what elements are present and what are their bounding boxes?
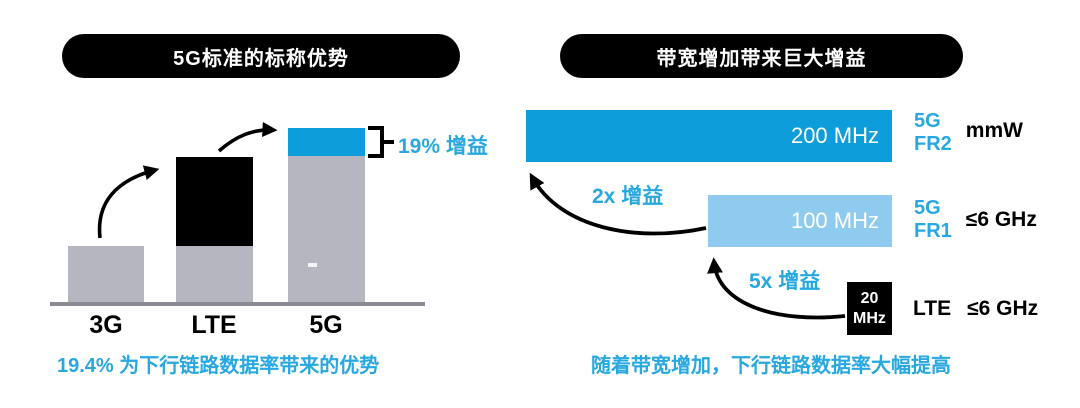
right-panel-caption: 随着带宽增加，下行链路数据率大幅提高	[591, 355, 951, 377]
bracket-icon-19-percent	[368, 126, 394, 158]
hbar-20mhz: 20 MHz	[847, 282, 892, 335]
bar-5g-base-segment	[288, 156, 365, 303]
hbar-200mhz-value: 200 MHz	[790, 123, 879, 148]
left-panel-header-pill: 5G标准的标称优势	[62, 34, 460, 78]
x-axis-baseline	[50, 302, 425, 306]
label-fr2-tech: 5G	[914, 110, 941, 132]
hbar-20mhz-value-bottom: MHz	[853, 309, 886, 327]
hbar-20mhz-value-top: 20	[860, 290, 879, 308]
label-fr1-spectrum: ≤6 GHz	[965, 208, 1037, 231]
right-panel-header-pill: 带宽增加带来巨大增益	[560, 34, 963, 78]
label-fr2-band: FR2	[914, 133, 952, 155]
hbar-100mhz: 100 MHz	[708, 195, 892, 247]
axis-label-lte: LTE	[191, 311, 237, 339]
hbar-100mhz-value: 100 MHz	[790, 208, 879, 233]
right-panel-title: 带宽增加带来巨大增益	[656, 47, 867, 70]
gain-2x-label: 2x 增益	[592, 185, 664, 208]
small-dash-decoration	[308, 263, 317, 267]
left-panel-caption: 19.4% 为下行链路数据率带来的优势	[57, 355, 380, 377]
axis-label-3g: 3G	[89, 311, 123, 339]
gain-5x-label: 5x 增益	[749, 270, 821, 293]
axis-label-5g: 5G	[309, 311, 343, 339]
bar-3g	[68, 246, 144, 303]
arrow-icon-lte-to-5g	[217, 121, 278, 153]
bar-lte-base-segment	[176, 246, 253, 303]
label-lte-tech: LTE	[913, 297, 952, 320]
label-lte-spectrum: ≤6 GHz	[967, 297, 1039, 320]
hbar-200mhz: 200 MHz	[526, 110, 892, 162]
label-5g-fr1: 5G FR1	[914, 197, 952, 243]
label-fr1-tech: 5G	[914, 197, 941, 219]
label-group-fr2: 5G FR2 mmW	[914, 110, 1023, 156]
label-fr1-band: FR1	[914, 220, 952, 242]
label-fr2-spectrum: mmW	[965, 119, 1023, 142]
label-group-lte: LTE ≤6 GHz	[913, 297, 1038, 321]
bar-5g-gain-segment	[288, 128, 365, 156]
gain-19-label: 19% 增益	[398, 135, 488, 158]
arrow-icon-3g-to-lte	[97, 165, 160, 239]
label-5g-fr2: 5G FR2	[914, 110, 952, 156]
bar-lte-top-segment	[176, 157, 253, 246]
left-panel-title: 5G标准的标称优势	[173, 47, 349, 70]
label-group-fr1: 5G FR1 ≤6 GHz	[914, 197, 1037, 243]
